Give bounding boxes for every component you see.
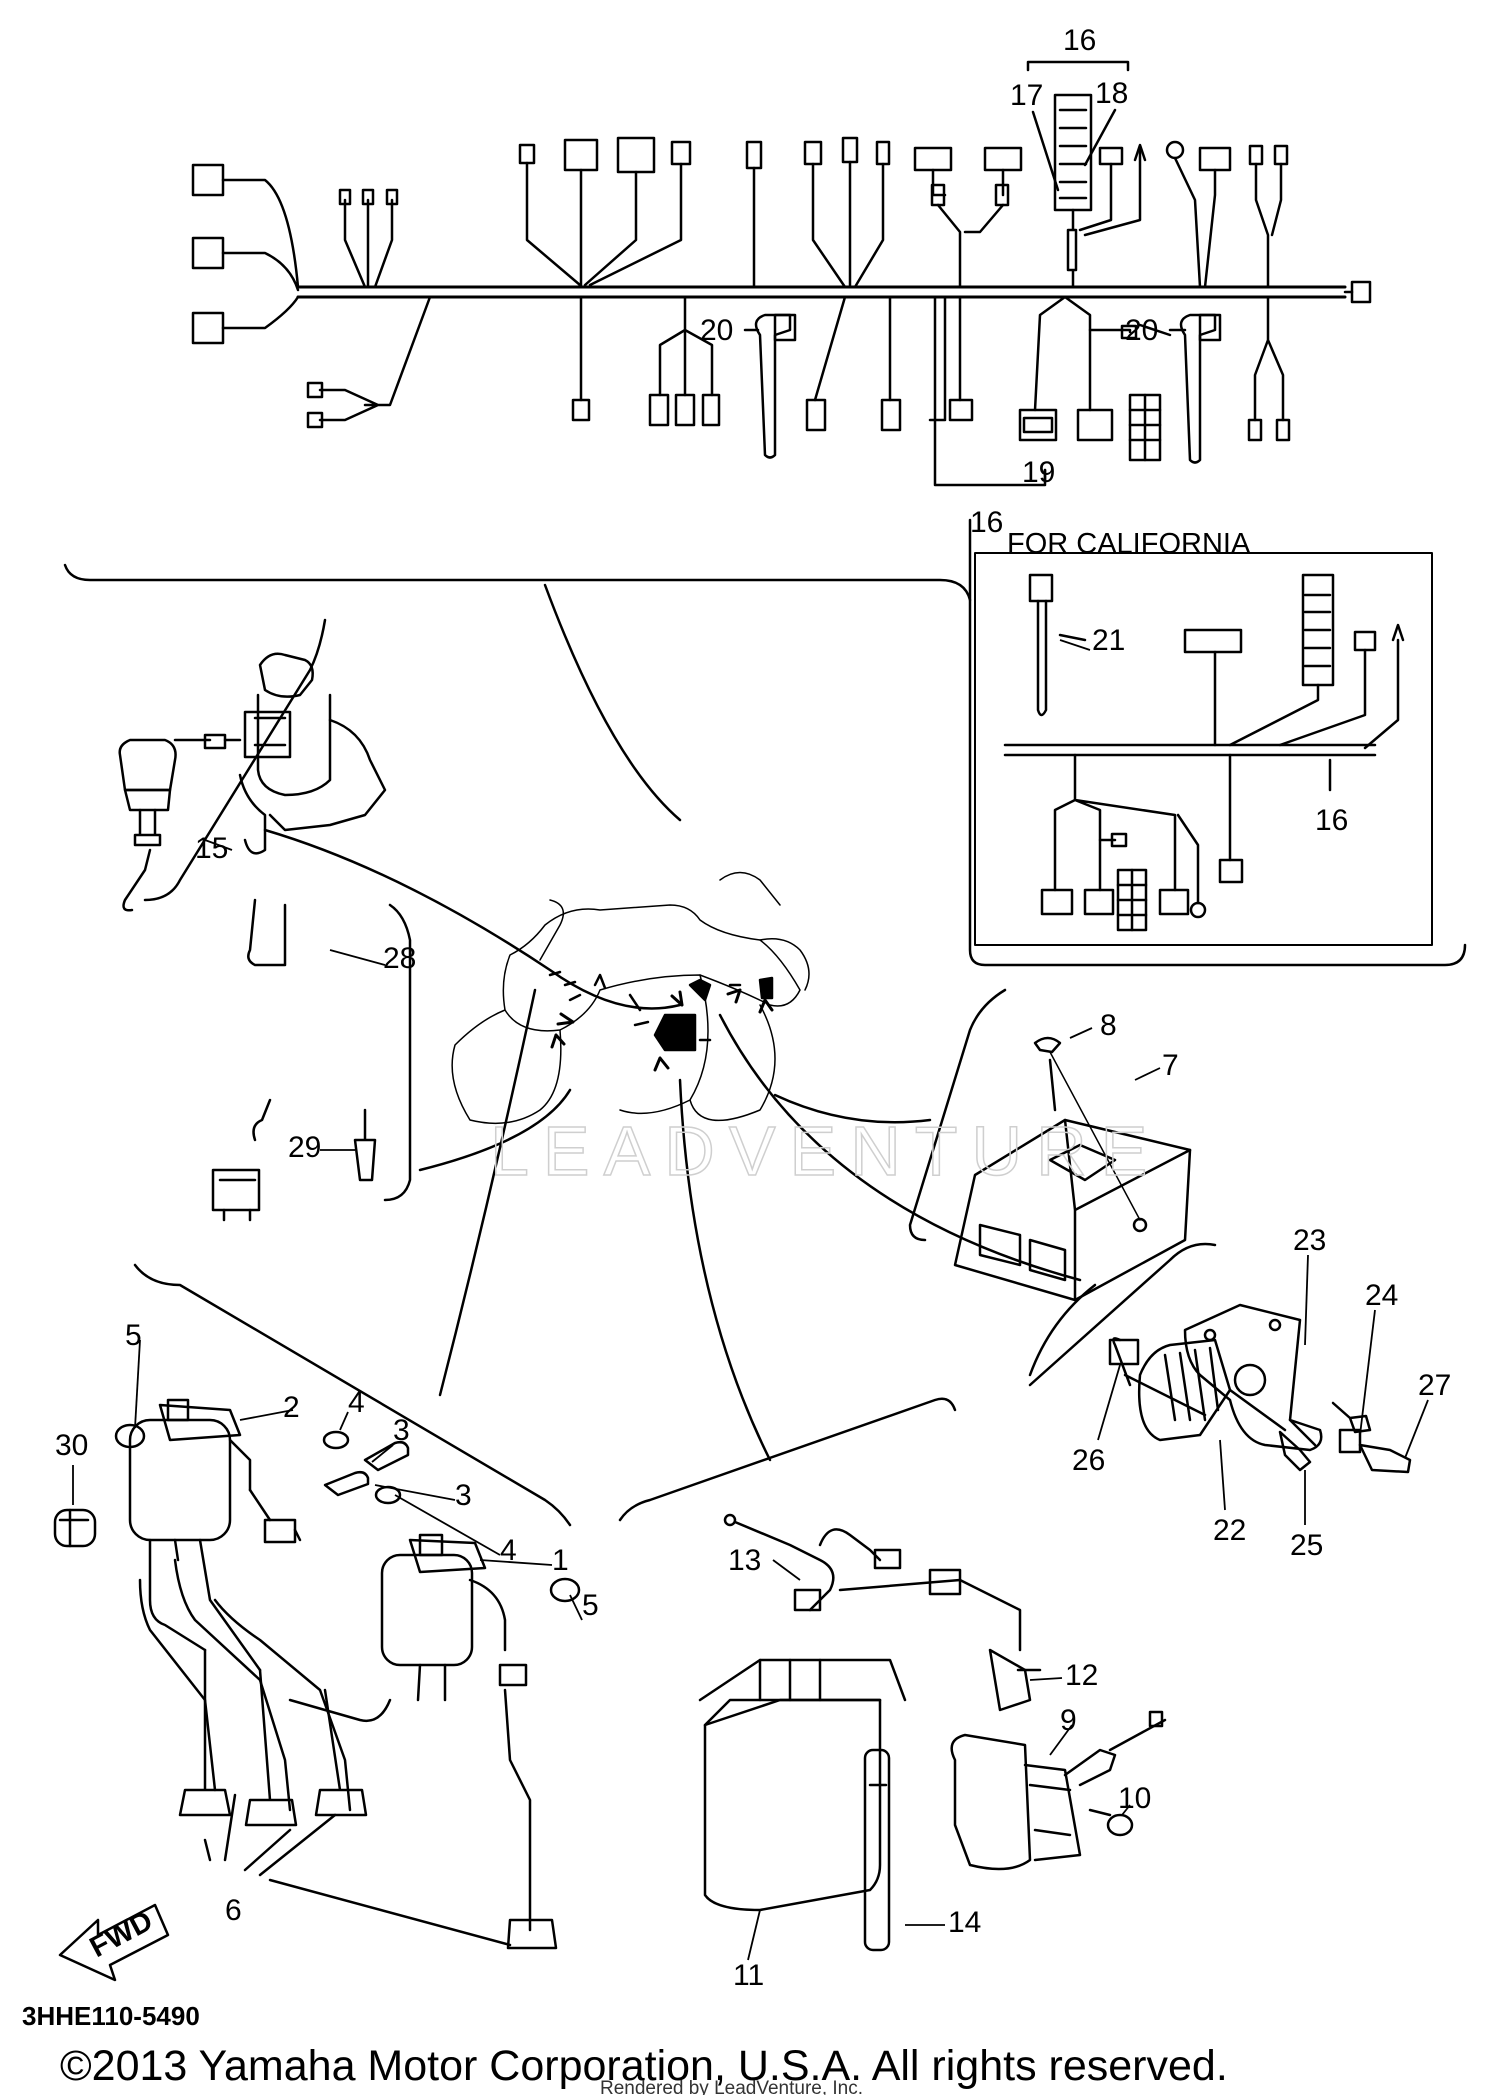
callout-23: 23 (1293, 1224, 1326, 1257)
callout-14: 14 (948, 1906, 981, 1939)
callout-24: 24 (1365, 1279, 1398, 1312)
callout-20-left: 20 (700, 314, 733, 347)
callout-30: 30 (55, 1429, 88, 1462)
section-arrows (550, 323, 1172, 1072)
callout-12: 12 (1065, 1659, 1098, 1692)
california-inset (968, 518, 1467, 967)
wire-harness (191, 60, 1372, 487)
copyright-notice: ©2013 Yamaha Motor Corporation, U.S.A. A… (60, 2042, 1228, 2090)
callout-16-box: 16 (1315, 804, 1348, 837)
callout-15: 15 (195, 832, 228, 865)
callout-labels: 16 17 18 20 20 19 16 FOR CALIFORNIA 21 1… (55, 24, 1451, 1992)
callout-16-mid: 16 (970, 506, 1003, 539)
rectifier-group (1108, 1303, 1412, 1474)
watermark: LEADVENTURE (490, 1112, 1161, 1190)
rendered-by-note: Rendered by LeadVenture, Inc. (600, 2078, 863, 2095)
callout-21: 21 (1092, 624, 1125, 657)
callout-8: 8 (1100, 1009, 1117, 1042)
callout-22: 22 (1213, 1514, 1246, 1547)
callout-25: 25 (1290, 1529, 1323, 1562)
callout-18: 18 (1095, 77, 1128, 110)
callout-4-b: 4 (500, 1534, 517, 1567)
ignitor-unit (953, 1036, 1192, 1302)
callout-4-a: 4 (348, 1386, 365, 1419)
fwd-label: FWD (85, 1905, 158, 1964)
inset-title: FOR CALIFORNIA (1007, 528, 1251, 560)
callout-17: 17 (1010, 79, 1043, 112)
motorcycle-sketch (451, 871, 810, 1125)
forward-arrow-icon (58, 1903, 170, 1982)
callout-28: 28 (383, 942, 416, 975)
callout-7: 7 (1162, 1049, 1179, 1082)
callout-29: 29 (288, 1131, 321, 1164)
callout-5-a: 5 (125, 1319, 142, 1352)
main-switch-group (118, 652, 387, 1222)
relay-group (950, 1710, 1167, 1871)
callout-1: 1 (552, 1544, 569, 1577)
callout-6: 6 (225, 1894, 242, 1927)
battery-group (698, 1513, 1042, 1952)
callout-26: 26 (1072, 1444, 1105, 1477)
callout-13: 13 (728, 1544, 761, 1577)
diagram-code: 3HHE110-5490 (22, 2001, 200, 2031)
callout-11: 11 (733, 1959, 764, 1992)
callout-2: 2 (283, 1391, 300, 1424)
callout-20-right: 20 (1125, 314, 1158, 347)
callout-5-b: 5 (582, 1589, 599, 1622)
callout-3-a: 3 (393, 1414, 410, 1447)
callout-9: 9 (1060, 1704, 1077, 1737)
callout-3-b: 3 (455, 1479, 472, 1512)
callout-19: 19 (1022, 456, 1055, 489)
ignition-coils (53, 1398, 581, 1950)
leader-lines (72, 639, 1429, 1961)
callout-16-top: 16 (1063, 24, 1096, 57)
callout-27: 27 (1418, 1369, 1451, 1402)
callout-10: 10 (1118, 1782, 1151, 1815)
section-outlines (63, 563, 1217, 1527)
center-components (548, 970, 774, 1052)
